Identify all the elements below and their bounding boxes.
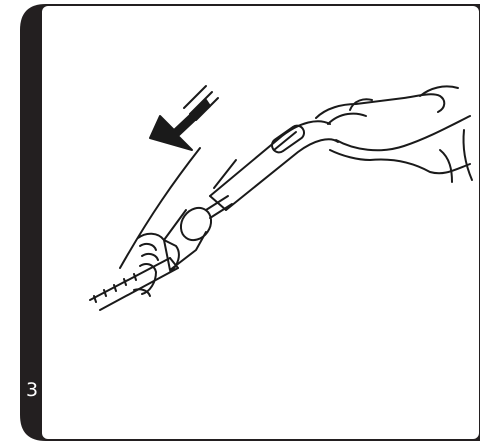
upper-hand	[316, 86, 472, 182]
hose-handle	[210, 121, 338, 210]
direction-arrow	[150, 86, 218, 150]
extension-tube	[90, 148, 200, 310]
